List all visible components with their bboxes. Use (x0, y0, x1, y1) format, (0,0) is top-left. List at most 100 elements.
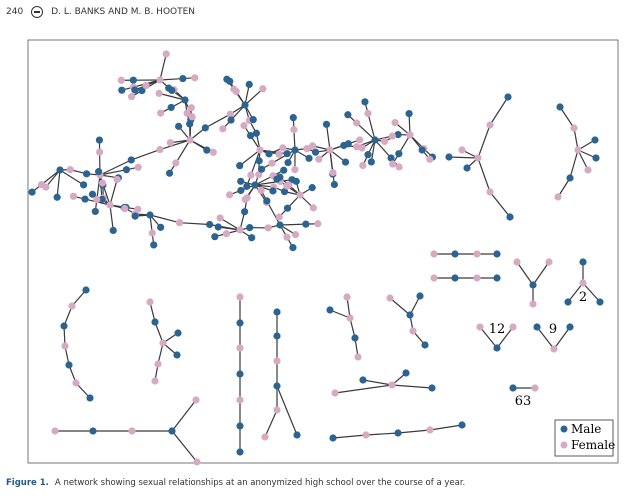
female-node (121, 204, 129, 213)
edge (374, 139, 392, 159)
edge (567, 282, 584, 303)
male-node (395, 150, 403, 158)
male-node (305, 154, 313, 162)
female-node (473, 250, 481, 258)
female-node (236, 293, 244, 301)
female-node (134, 205, 142, 213)
male-node (451, 250, 459, 258)
edge (264, 409, 278, 438)
component-label: 2 (579, 290, 587, 305)
female-node (574, 146, 582, 154)
male-node (421, 341, 429, 349)
female-node (314, 220, 322, 228)
edge (365, 432, 399, 436)
edge (569, 149, 579, 179)
figure-caption: Figure 1.A network showing sexual relati… (6, 478, 465, 488)
edge (477, 124, 491, 159)
female-node (331, 389, 339, 397)
female-node (359, 161, 367, 170)
edge (448, 156, 479, 159)
edge (219, 217, 241, 231)
female-node (175, 219, 184, 227)
female-node (343, 293, 351, 301)
male-node (418, 146, 426, 154)
edge (99, 169, 127, 176)
female-node (476, 323, 484, 331)
female-node (113, 175, 121, 184)
caption-text: A network showing sexual relationships a… (54, 478, 466, 488)
female-node (96, 148, 104, 156)
male-node (493, 274, 501, 282)
male-node (493, 344, 501, 352)
female-node (388, 132, 397, 140)
female-node (291, 166, 299, 174)
male-node (226, 77, 234, 85)
female-node (279, 144, 287, 152)
edge (205, 113, 231, 129)
male-node (237, 186, 245, 195)
female-node (473, 274, 481, 282)
female-node (193, 458, 201, 466)
male-node (289, 114, 297, 122)
male-node (564, 298, 572, 306)
edge (218, 226, 241, 231)
male-node (493, 250, 501, 258)
edge (362, 379, 393, 386)
male-node (236, 370, 244, 378)
male-node (394, 130, 402, 139)
network-figure: 2 12 9 63 Male Female (27, 39, 619, 466)
male-node (283, 150, 291, 158)
female-node (353, 119, 361, 127)
male-node (504, 93, 512, 101)
male-node (56, 166, 64, 174)
edge (250, 149, 261, 176)
edge (389, 297, 411, 316)
edge (356, 122, 376, 141)
male-node (109, 226, 117, 235)
male-node (236, 162, 244, 170)
female-node (430, 250, 438, 258)
female-node (247, 171, 255, 179)
male-node (556, 103, 564, 111)
female-node (240, 121, 248, 130)
female-node (117, 76, 125, 84)
male-node (291, 146, 299, 154)
male-node (214, 223, 222, 231)
male-node (445, 153, 453, 161)
male-node (283, 204, 292, 212)
edge (56, 169, 61, 198)
female-node (226, 191, 234, 199)
female-node (389, 160, 397, 168)
male-node (127, 156, 135, 164)
male-node (566, 174, 574, 182)
female-node (157, 109, 165, 117)
female-node (68, 302, 76, 310)
female-node (257, 186, 265, 194)
male-node (86, 394, 94, 402)
female-node (128, 427, 136, 435)
male-node (165, 84, 173, 92)
female-node (346, 314, 354, 322)
female-node (283, 182, 291, 190)
male-node (236, 319, 244, 327)
male-node (79, 181, 88, 189)
edge (159, 139, 191, 151)
edge (553, 326, 571, 350)
male-node (308, 184, 316, 192)
female-node (42, 183, 50, 191)
edge (334, 384, 393, 394)
edge (559, 106, 575, 129)
edge (159, 53, 167, 81)
female-node (309, 204, 317, 212)
male-node (122, 166, 131, 174)
female-node (356, 136, 364, 144)
journal-logo-icon (31, 6, 44, 18)
component-label: 63 (515, 394, 532, 409)
male-node (82, 286, 90, 294)
female-node (255, 170, 263, 179)
male-node (201, 124, 209, 132)
female-node (146, 298, 154, 306)
male-node (293, 431, 301, 439)
male-node (364, 151, 372, 159)
female-node (531, 384, 539, 392)
